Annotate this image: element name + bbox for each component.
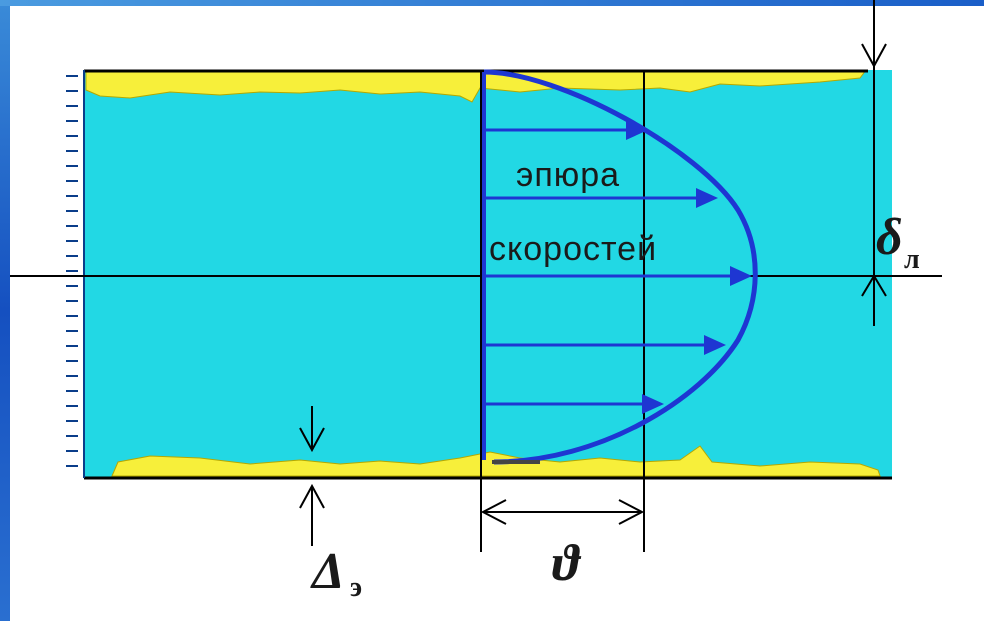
velocity-dimension-head-right — [618, 499, 645, 525]
sublayer-arrow-bottom-head — [861, 274, 887, 297]
top-wall-roughness — [85, 69, 867, 103]
velocity-vectors — [486, 120, 752, 414]
roughness-arrow-down-head — [299, 427, 325, 453]
sublayer-arrow-top-head — [861, 43, 887, 69]
frame-left-edge — [0, 0, 10, 621]
roughness-arrow-up-head — [299, 483, 325, 509]
velocity-vector-head — [704, 335, 726, 355]
roughness-symbol: Δ — [312, 543, 345, 600]
profile-label-line1: эпюра — [516, 156, 621, 194]
profile-label-line2: скоростей — [489, 230, 658, 268]
left-scale-ticks — [66, 75, 78, 467]
velocity-vector-head — [642, 394, 664, 414]
velocity-vector-head — [696, 188, 718, 208]
velocity-dimension-head-left — [480, 499, 507, 525]
sublayer-subscript: л — [904, 244, 920, 275]
velocity-profile-curve — [483, 69, 758, 465]
velocity-vector-head — [730, 266, 752, 286]
frame-top-edge — [0, 0, 984, 6]
sublayer-symbol: δ — [876, 209, 903, 266]
roughness-subscript: э — [350, 572, 363, 603]
velocity-vector-head — [626, 120, 648, 140]
velocity-symbol: ϑ — [552, 535, 580, 592]
